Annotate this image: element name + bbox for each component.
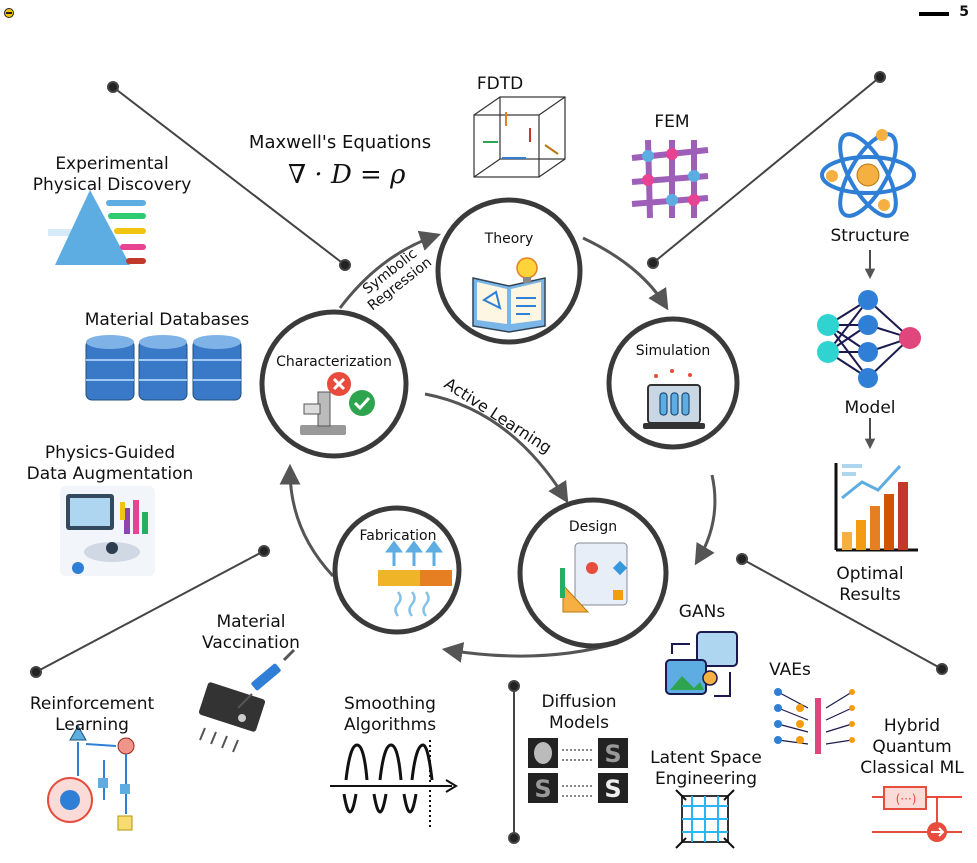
data-augmentation-icon <box>60 486 155 576</box>
microscope-check-icon <box>300 372 375 435</box>
latent-line1: Latent Space <box>650 748 762 768</box>
rl-line2: Learning <box>55 715 129 735</box>
latent-line2: Engineering <box>655 769 757 789</box>
reinforcement-learning-label: Reinforcement Learning <box>22 694 162 736</box>
diffusion-line2: Models <box>549 713 609 733</box>
design-label: Design <box>568 519 618 535</box>
fdtd-label: FDTD <box>476 74 524 94</box>
gans-label: GANs <box>678 602 726 622</box>
growth-chart-icon <box>834 463 918 552</box>
maxwell-label: Maxwell's Equations <box>248 132 432 153</box>
hybrid-line2: Quantum <box>872 737 952 757</box>
simulation-label: Simulation <box>635 343 711 359</box>
hybrid-line1: Hybrid <box>883 716 941 736</box>
augment-line1: Physics-Guided <box>44 443 176 463</box>
connector-lines <box>30 71 948 844</box>
vaes-label: VAEs <box>769 660 811 680</box>
rl-flowchart-icon <box>47 724 135 831</box>
waveform-icon <box>330 740 458 830</box>
diffusion-grid-icon: S S S <box>528 738 628 803</box>
svg-text:S: S <box>604 775 621 803</box>
experimental-line2: Physical Discovery <box>32 175 192 195</box>
theory-label: Theory <box>484 231 534 247</box>
characterization-label: Characterization <box>276 354 392 370</box>
quantum-gate-label: (···) <box>895 792 917 806</box>
pyramid-layers-icon <box>48 190 146 265</box>
header-rule <box>919 12 949 16</box>
database-icon <box>85 335 242 401</box>
material-vaccination-label: Material Vaccination <box>196 612 306 654</box>
hybrid-quantum-label: Hybrid Quantum Classical ML <box>850 716 974 779</box>
atom-icon <box>820 129 916 218</box>
book-bulb-icon <box>472 257 546 333</box>
svg-text:S: S <box>534 775 551 803</box>
material-databases-label: Material Databases <box>84 310 250 330</box>
smoothing-algorithms-label: Smoothing Algorithms <box>330 694 450 736</box>
latent-space-label: Latent Space Engineering <box>636 748 776 790</box>
structure-label: Structure <box>830 226 910 246</box>
vacc-line2: Vaccination <box>202 633 300 653</box>
latent-grid-icon <box>675 789 735 849</box>
vacc-line1: Material <box>216 612 286 632</box>
page-number: 5 <box>959 4 969 20</box>
neural-network-icon <box>817 290 921 388</box>
diffusion-models-label: Diffusion Models <box>528 692 630 734</box>
laptop-tubes-icon <box>643 369 705 429</box>
fabrication-layers-icon <box>378 540 452 617</box>
vae-network-icon <box>774 688 855 754</box>
optimal-line1: Optimal <box>836 564 904 584</box>
experimental-discovery-label: Experimental Physical Discovery <box>22 154 202 196</box>
model-label: Model <box>844 398 896 418</box>
smoothing-line2: Algorithms <box>343 715 437 735</box>
quantum-circuit-icon <box>872 786 962 842</box>
smoothing-line1: Smoothing <box>344 694 436 714</box>
hybrid-line3: Classical ML <box>860 758 964 778</box>
simulation-node <box>606 316 740 450</box>
diffusion-line1: Diffusion <box>541 692 617 712</box>
page-marker-icon <box>4 8 14 18</box>
rl-line1: Reinforcement <box>29 694 155 714</box>
gans-images-icon <box>665 631 738 697</box>
fdtd-cube-icon <box>473 96 566 178</box>
optimal-results-label: Optimal Results <box>820 564 920 606</box>
design-flow-icon <box>560 542 628 613</box>
fem-mesh-icon <box>631 139 709 219</box>
svg-text:S: S <box>604 740 621 768</box>
fem-label: FEM <box>654 112 690 132</box>
data-augmentation-label: Physics-Guided Data Augmentation <box>18 443 202 485</box>
fabrication-label: Fabrication <box>359 528 437 544</box>
gauss-law-equation: ∇ · D = ρ <box>288 160 406 190</box>
optimal-line2: Results <box>839 585 901 605</box>
experimental-line1: Experimental <box>55 154 169 174</box>
augment-line2: Data Augmentation <box>26 464 194 484</box>
chip-syringe-icon <box>198 648 296 753</box>
